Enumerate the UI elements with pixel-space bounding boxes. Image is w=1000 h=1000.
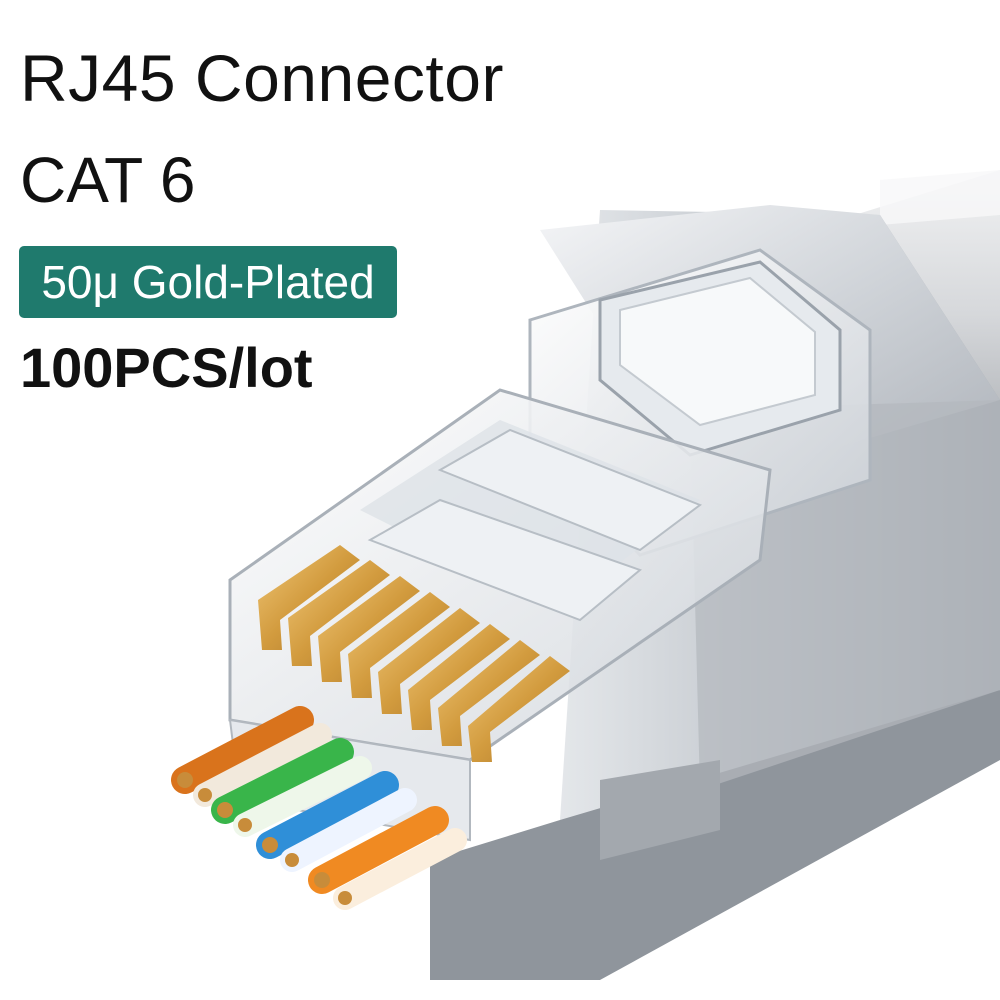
product-category: CAT 6 xyxy=(20,144,196,216)
quantity-label: 100PCS/lot xyxy=(20,336,313,399)
gold-contacts xyxy=(258,545,570,762)
gold-plated-badge: 50μ Gold-Plated xyxy=(19,246,397,318)
product-title: RJ45 Connector xyxy=(20,41,504,115)
wire-cores xyxy=(177,772,352,905)
colored-wires xyxy=(171,706,467,910)
